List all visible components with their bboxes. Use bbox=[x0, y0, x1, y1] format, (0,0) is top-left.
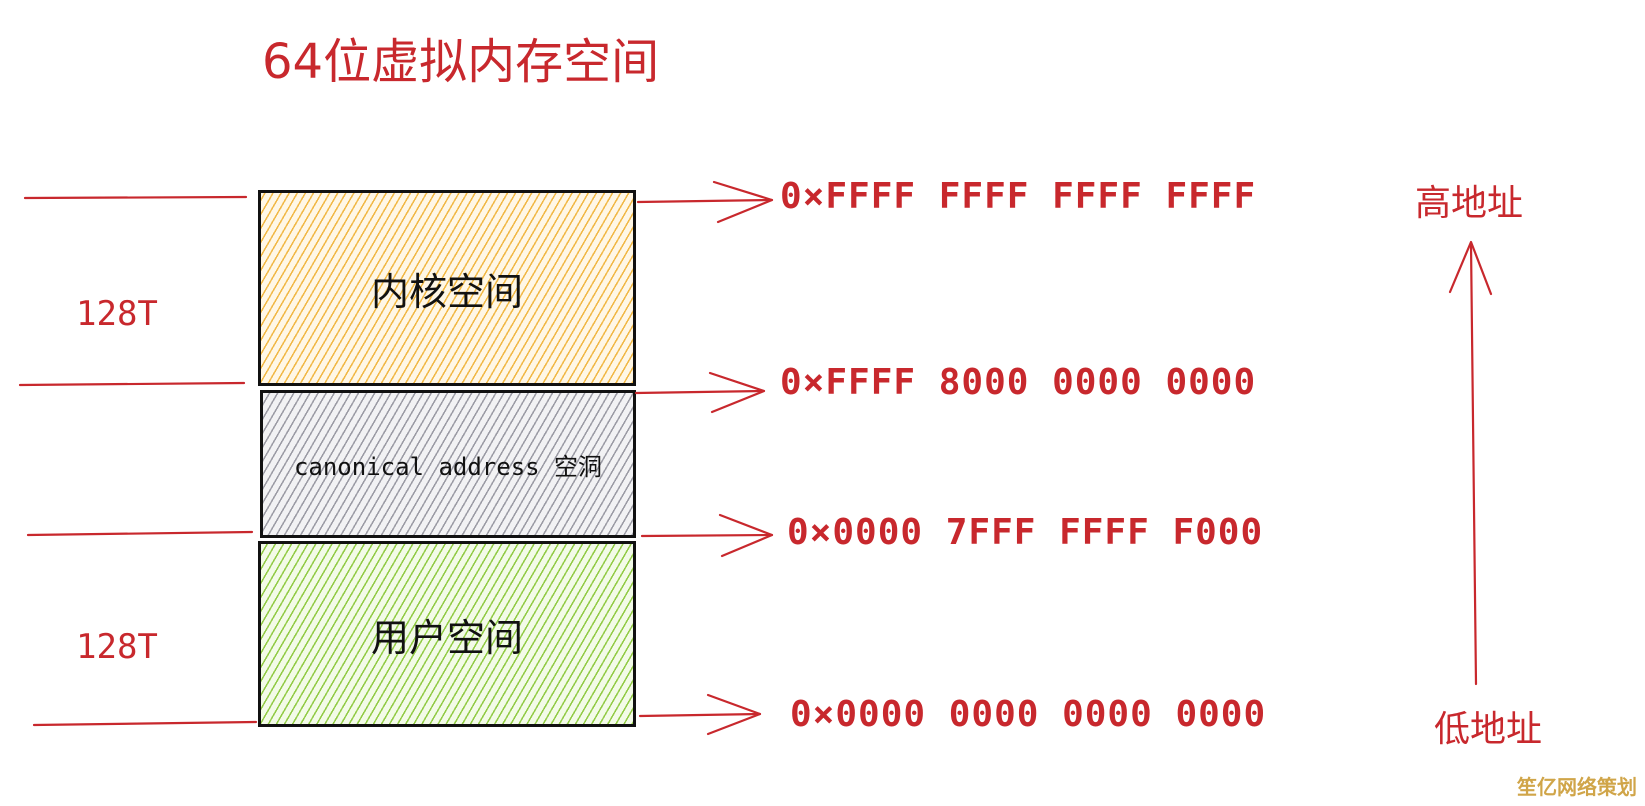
watermark-text: 笙亿网络策划 bbox=[1517, 775, 1637, 799]
address-top: 0×FFFF FFFF FFFF FFFF bbox=[780, 176, 1257, 217]
low-address-label: 低地址 bbox=[1434, 709, 1543, 750]
kernel-size-label: 128T bbox=[76, 294, 158, 334]
arrow-right-icon bbox=[638, 693, 762, 736]
arrow-right-icon bbox=[636, 180, 774, 224]
address-kernel-start: 0×FFFF 8000 0000 0000 bbox=[780, 362, 1257, 403]
boundary-line-top bbox=[23, 195, 248, 200]
address-user-end: 0×0000 7FFF FFFF F000 bbox=[787, 512, 1264, 553]
kernel-space-label: 内核空间 bbox=[370, 269, 523, 314]
up-arrow-icon bbox=[1448, 240, 1493, 686]
canonical-hole-block: canonical address 空洞 bbox=[260, 390, 636, 538]
high-address-label: 高地址 bbox=[1415, 183, 1524, 224]
user-size-label: 128T bbox=[76, 627, 158, 667]
address-bottom: 0×0000 0000 0000 0000 bbox=[790, 694, 1267, 735]
boundary-line-kernel bbox=[18, 381, 246, 387]
arrow-right-icon bbox=[634, 371, 766, 414]
arrow-right-icon bbox=[640, 513, 774, 558]
boundary-line-bottom bbox=[32, 720, 258, 727]
canonical-hole-label: canonical address 空洞 bbox=[293, 452, 603, 481]
user-space-label: 用户空间 bbox=[370, 615, 523, 660]
boundary-line-user bbox=[26, 530, 254, 537]
diagram-title: 64位虚拟内存空间 bbox=[262, 34, 660, 90]
kernel-space-block: 内核空间 bbox=[258, 190, 636, 386]
user-space-block: 用户空间 bbox=[258, 541, 636, 727]
